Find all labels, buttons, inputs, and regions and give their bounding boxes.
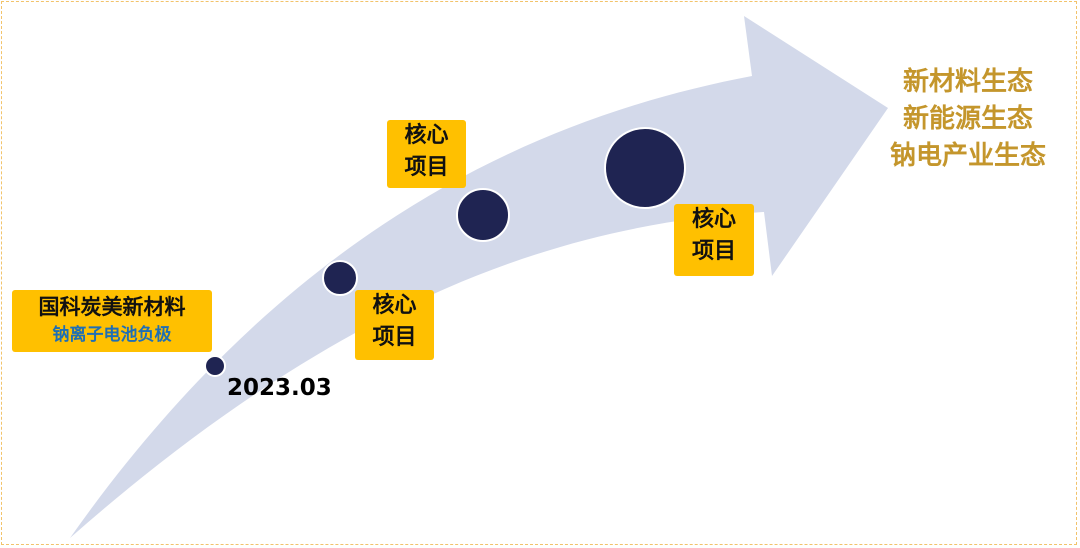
ecosystem-item: 新能源生态 [902,104,1033,134]
milestone-tag-3: 核心 项目 [674,204,754,276]
milestone-tag-2: 核心 项目 [355,290,434,360]
milestone-tag-line2: 项目 [691,239,736,264]
milestone-tag-line2: 项目 [404,155,449,180]
milestone-tag-line2: 项目 [372,325,417,350]
company-product: 钠离子电池负极 [52,325,172,345]
milestone-dot-3 [456,188,510,242]
ecosystem-item: 新材料生态 [902,67,1033,97]
milestone-tag-1: 核心 项目 [387,120,466,188]
start-date-label: 2023.03 [227,375,332,401]
milestone-dot-start [204,355,226,377]
company-name: 国科炭美新材料 [38,295,186,319]
ecosystem-list: 新材料生态 新能源生态 钠电产业生态 [866,64,1070,175]
growth-arrow [70,16,888,538]
milestone-tag-line1: 核心 [404,123,449,148]
milestone-dot-2 [322,260,358,296]
ecosystem-item: 钠电产业生态 [889,141,1046,171]
milestone-tag-line1: 核心 [691,207,736,232]
company-tag: 国科炭美新材料 钠离子电池负极 [12,290,212,352]
milestone-tag-line1: 核心 [372,293,417,318]
milestone-dot-4 [604,127,686,209]
